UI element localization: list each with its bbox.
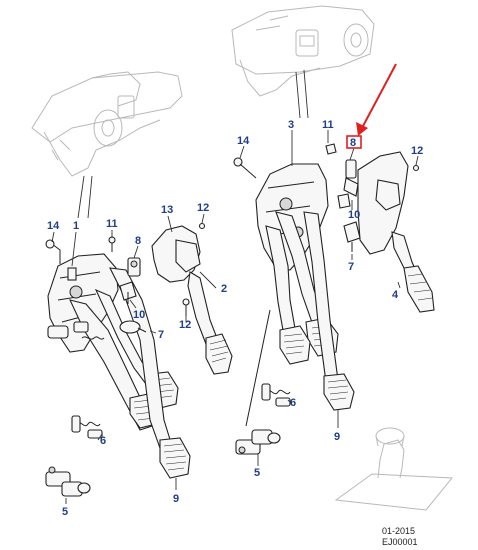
callout-9-left: 9 (173, 493, 179, 505)
small-parts-left (45, 222, 206, 497)
callout-14-left: 14 (47, 220, 60, 232)
callout-12-right: 12 (411, 145, 423, 157)
highlight-box (346, 135, 362, 149)
accelerator-pedal-right (303, 211, 355, 411)
callout-8-left: 8 (135, 235, 141, 247)
callout-11-right: 11 (322, 119, 334, 131)
callout-10-left: 10 (133, 309, 145, 321)
callout-9-right: 9 (334, 431, 340, 443)
diagram-date: 01-2015 (382, 526, 415, 536)
callout-6-left: 6 (100, 435, 106, 447)
callout-4-right: 4 (392, 289, 399, 301)
callout-7-right: 7 (348, 261, 354, 273)
callout-11-left: 11 (106, 218, 118, 230)
leaders-left (51, 213, 217, 504)
dashboard-outline-right (231, 5, 375, 119)
callout-1-left: 1 (73, 220, 79, 232)
highlight-arrow (356, 63, 397, 136)
callout-8-right: 8 (350, 137, 356, 149)
gear-lever-outline (334, 427, 454, 511)
callout-3-right: 3 (288, 119, 294, 131)
callout-2-left: 2 (221, 283, 227, 295)
accelerator-bracket-left (151, 225, 233, 375)
callout-13-left: 13 (161, 204, 173, 216)
callout-5-right: 5 (254, 467, 260, 479)
accelerator-module-right (357, 151, 435, 313)
small-parts-right (233, 143, 420, 455)
diagram-code: EJ00001 (382, 537, 418, 547)
callout-5-left: 5 (62, 506, 68, 518)
leaders-right (239, 130, 419, 466)
dashboard-outline-left (31, 71, 183, 219)
callout-7-left: 7 (158, 329, 164, 341)
callout-14-right: 14 (237, 135, 250, 147)
callout-10-right: 10 (348, 209, 360, 221)
callout-6-right: 6 (290, 397, 296, 409)
callout-12-left-bottom: 12 (179, 319, 191, 331)
clutch-pedal-right (265, 225, 311, 365)
callout-12-left-top: 12 (197, 202, 209, 214)
